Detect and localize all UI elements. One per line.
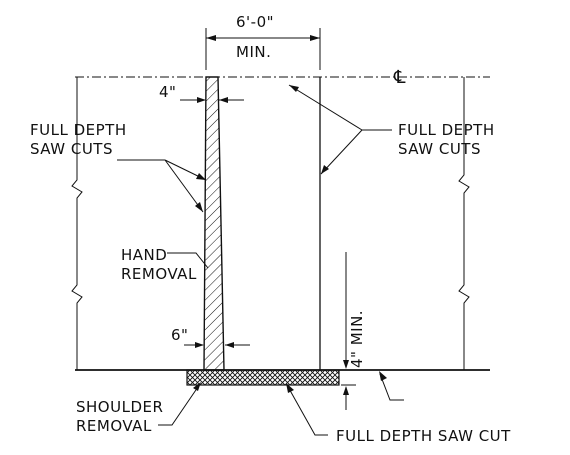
shoulder-removal-label-line1: SHOULDER [76, 398, 163, 416]
right-saw-cuts-label-line1: FULL DEPTH [398, 121, 495, 139]
bottom-thickness-label: 6" [171, 326, 188, 344]
bottom-saw-cut-label: FULL DEPTH SAW CUT [336, 427, 511, 445]
width-dimension-label: 6'-0" [236, 13, 274, 31]
left-saw-cuts-label-line2: SAW CUTS [30, 140, 113, 158]
shoulder-removal-area [186, 369, 340, 386]
right-break-line [458, 77, 470, 370]
right-saw-cuts-leader-top [288, 84, 363, 131]
hand-removal-strip [203, 76, 225, 371]
shoulder-removal-leader [158, 383, 201, 426]
left-break-line [71, 77, 83, 370]
pavement-edge-leader [379, 373, 404, 401]
shoulder-removal-label-line2: REMOVAL [76, 417, 152, 435]
centerline-symbol: ℄ [393, 67, 406, 88]
hand-removal-leader [167, 252, 209, 269]
depth-min-label: 4" MIN. [348, 310, 366, 368]
right-saw-cuts-leader-bottom [320, 129, 363, 175]
right-saw-cuts-label-line2: SAW CUTS [398, 140, 481, 158]
hand-removal-label-line1: HAND [121, 246, 167, 264]
top-thickness-label: 4" [159, 83, 176, 101]
bottom-saw-cut-leader [286, 384, 328, 436]
hand-removal-label-line2: REMOVAL [121, 265, 197, 283]
width-min-label: MIN. [236, 43, 271, 61]
left-saw-cuts-label-line1: FULL DEPTH [30, 121, 127, 139]
